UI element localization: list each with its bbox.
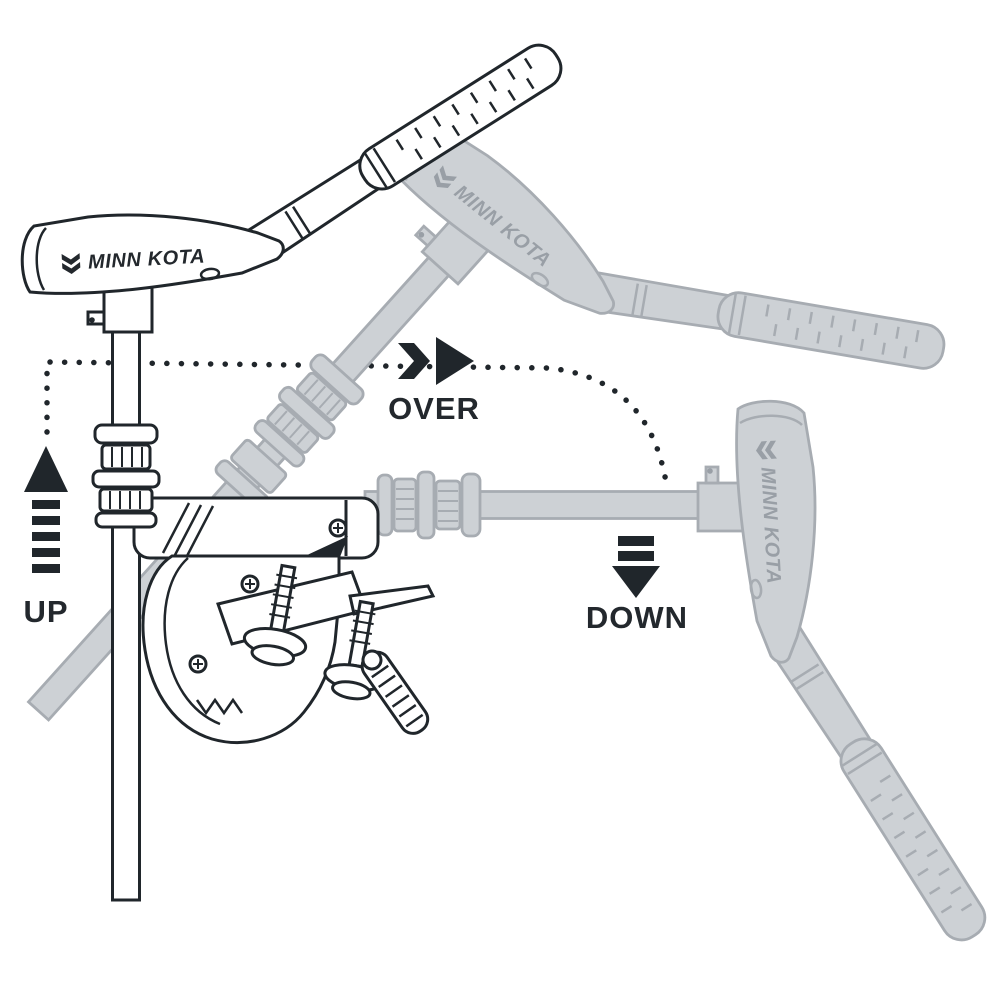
- depth-collar: [91, 423, 161, 529]
- plate-screw-top: [240, 574, 260, 594]
- down-label: DOWN: [586, 600, 688, 635]
- clamp-screw-left: [242, 563, 308, 667]
- plate-screw-bottom: [188, 654, 208, 674]
- motor-shaft: [111, 322, 141, 902]
- arm-screw: [328, 518, 348, 538]
- over-arrow-icon: [398, 337, 474, 385]
- bracket-arm-hatch: [161, 502, 215, 557]
- cam-lever-icon: [305, 536, 348, 557]
- up-arrow-icon: [24, 446, 68, 573]
- ghost-motor-down-position: [363, 399, 994, 949]
- over-label: OVER: [388, 391, 480, 426]
- up-label: UP: [23, 594, 68, 629]
- down-arrow-icon: [612, 536, 660, 598]
- ghost-motor-body: [696, 399, 994, 949]
- ghost-depth-collar: [376, 470, 482, 540]
- clamp-plate-contour: [163, 557, 221, 726]
- motion-path-dotted: [44, 359, 669, 485]
- ghost-collar-knob: [230, 438, 288, 494]
- main-motor: [20, 36, 570, 902]
- transom-bracket: [132, 496, 436, 744]
- clamp-teeth: [195, 697, 244, 716]
- clamp-handle: [360, 649, 430, 735]
